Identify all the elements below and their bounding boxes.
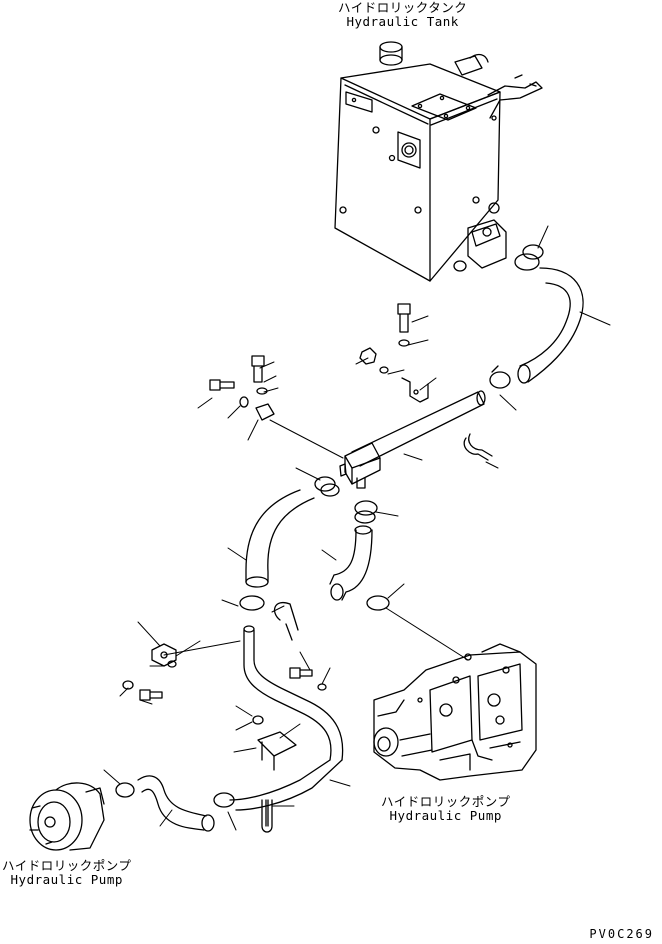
hose-elbow-right (329, 500, 390, 611)
hydraulic-tank (334, 41, 543, 282)
hydraulic-tank-label: ハイドロリックタンク Hydraulic Tank (338, 1, 467, 29)
drawing-code: PV0C269 (589, 927, 654, 941)
hydraulic-pump-main-label: ハイドロリックポンプ Hydraulic Pump (381, 795, 510, 823)
fastener-group-upper (209, 303, 411, 421)
hydraulic-pump-main-label-en: Hydraulic Pump (389, 808, 502, 823)
hydraulic-pump-small-label-en: Hydraulic Pump (10, 872, 123, 887)
hydraulic-pump-small-label-jp: ハイドロリックポンプ (2, 858, 132, 873)
steel-pipe-tee (339, 377, 493, 489)
hose-lower-left (137, 775, 235, 832)
fastener-group-lower (122, 643, 327, 725)
tank-outlet-hose (489, 244, 584, 389)
lower-steel-pipe (229, 601, 344, 833)
hydraulic-pump-small-label: ハイドロリックポンプ Hydraulic Pump (2, 859, 131, 887)
hydraulic-tank-label-jp: ハイドロリックタンク (338, 0, 468, 15)
hydraulic-pump-main-label-jp: ハイドロリックポンプ (381, 794, 511, 809)
hydraulic-tank-label-en: Hydraulic Tank (346, 14, 459, 29)
main-hydraulic-pump (373, 643, 537, 781)
hose-left-vertical (239, 476, 340, 611)
small-hydraulic-pump (29, 782, 135, 851)
leader-lines (103, 225, 611, 831)
